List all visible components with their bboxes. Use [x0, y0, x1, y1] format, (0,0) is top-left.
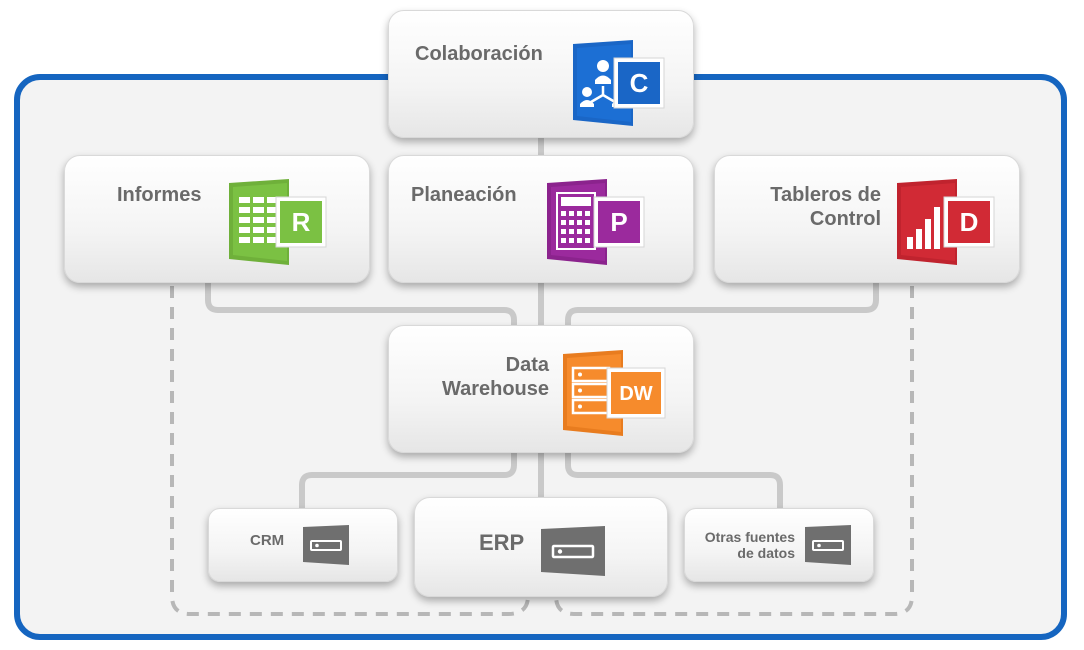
otras-card[interactable]: Otras fuentes de datos	[684, 508, 874, 582]
bar-chart-icon: D	[897, 179, 995, 265]
server-icon	[541, 526, 605, 576]
connector-crm	[299, 450, 517, 510]
informes-label: Informes	[117, 184, 202, 206]
warehouse-badge: DW	[619, 383, 652, 405]
planeacion-card[interactable]: Planeación P	[388, 155, 694, 283]
otras-label-line2: de datos	[737, 545, 795, 562]
tableros-label-line2: Control	[809, 208, 881, 231]
spreadsheet-icon: R	[229, 179, 327, 265]
connector-otras	[565, 450, 783, 510]
colaboracion-badge: C	[630, 68, 649, 98]
informes-badge: R	[292, 207, 311, 237]
tableros-label-line1: Tableros de	[770, 184, 881, 206]
tableros-badge: D	[960, 207, 979, 237]
informes-card[interactable]: Informes R	[64, 155, 370, 283]
connector-tableros	[565, 282, 879, 330]
tableros-card[interactable]: Tableros de Control D	[714, 155, 1020, 283]
warehouse-label-line1: Data	[505, 354, 549, 376]
dashed-connector-right	[554, 286, 914, 616]
server-icon	[805, 525, 851, 565]
otras-label-line1: Otras fuentes	[704, 529, 795, 545]
server-icon	[303, 525, 349, 565]
crm-card[interactable]: CRM	[208, 508, 398, 582]
erp-card[interactable]: ERP	[414, 497, 668, 597]
connector-informes	[205, 282, 517, 330]
dashed-connector-left	[170, 286, 530, 616]
colaboracion-label: Colaboración	[415, 43, 543, 65]
planeacion-badge: P	[610, 207, 627, 237]
planeacion-label: Planeación	[411, 184, 517, 206]
server-stack-icon: DW	[563, 350, 666, 436]
otras-label: Otras fuentes de datos	[685, 529, 795, 561]
warehouse-card[interactable]: Data Warehouse DW	[388, 325, 694, 453]
warehouse-label-line2: Warehouse	[441, 378, 549, 401]
crm-label: CRM	[250, 532, 285, 549]
calculator-icon: P	[547, 179, 645, 265]
warehouse-label: Data Warehouse	[389, 353, 549, 402]
network-people-icon: C	[573, 40, 665, 126]
tableros-label: Tableros de Control	[715, 183, 881, 232]
colaboracion-card[interactable]: Colaboración C	[388, 10, 694, 138]
erp-label: ERP	[479, 530, 525, 555]
